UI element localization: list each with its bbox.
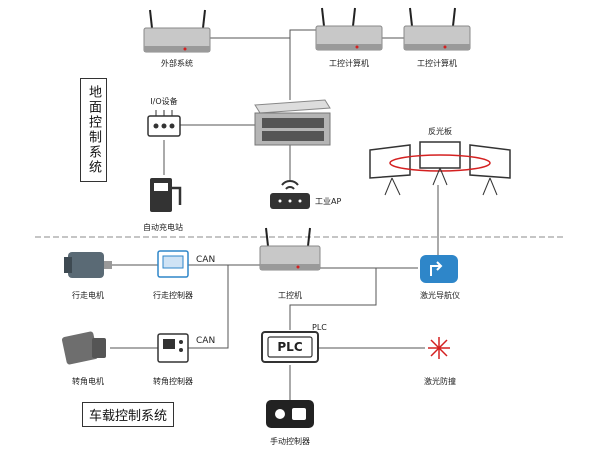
industrial-pc-label: 工控机	[278, 291, 302, 300]
ipc-computer-2-router-icon	[403, 7, 471, 51]
charging-station-icon	[150, 178, 182, 212]
industrial-ap-label: 工业AP	[315, 197, 342, 206]
industrial-pc-icon	[259, 227, 321, 271]
can-link-1-label: CAN	[196, 255, 216, 265]
laser-collision-label: 激光防撞	[424, 377, 456, 386]
plc-icon	[261, 331, 319, 363]
steering-motor-icon	[61, 331, 106, 365]
steering-controller-icon	[157, 333, 189, 363]
ipc-computer-2-label: 工控计算机	[417, 59, 457, 68]
laser-navigator-label: 激光导航仪	[420, 291, 460, 300]
ipc-computer-1-label: 工控计算机	[329, 59, 369, 68]
laser-collision-icon	[428, 337, 450, 359]
can-link-2-label: CAN	[196, 336, 216, 346]
plc-label: PLC	[312, 323, 327, 332]
link-laser-plc	[289, 268, 377, 330]
central-server-icon	[254, 99, 331, 146]
travel-controller-label: 行走控制器	[153, 291, 193, 300]
reflector-panels-icon	[369, 141, 511, 196]
wifi-ap-icon	[270, 180, 310, 209]
reflector-label: 反光板	[428, 127, 452, 136]
vehicle-system-label: 车载控制系统	[82, 402, 175, 427]
io-device-label: I/O设备	[150, 97, 178, 106]
link-top-bus	[178, 29, 432, 39]
external-system-router-icon	[143, 9, 211, 53]
laser-navigator-icon	[420, 255, 458, 283]
travel-controller-icon	[157, 250, 189, 278]
io-device-icon	[147, 110, 181, 137]
link-can-2	[188, 265, 229, 349]
charging-station-label: 自动充电站	[143, 223, 183, 232]
manual-controller-icon	[266, 400, 314, 428]
ipc-computer-1-router-icon	[315, 7, 383, 51]
travel-motor-label: 行走电机	[72, 291, 104, 300]
travel-motor-icon	[64, 252, 112, 278]
ground-system-label: 地面控制系统	[80, 78, 107, 182]
steering-motor-label: 转角电机	[72, 377, 104, 386]
plc-screen-text: PLC	[277, 340, 303, 354]
steering-controller-label: 转角控制器	[153, 377, 193, 386]
external-system-label: 外部系统	[161, 59, 193, 68]
manual-controller-label: 手动控制器	[270, 437, 310, 446]
